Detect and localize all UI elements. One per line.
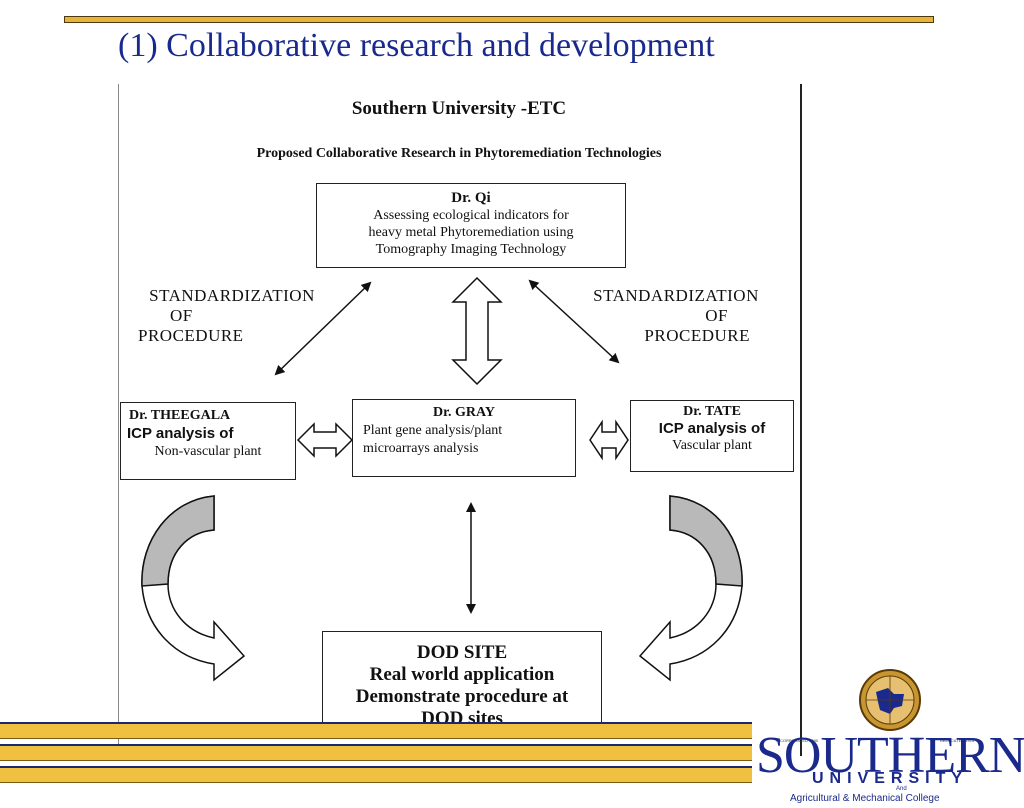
qi-line1: Assessing ecological indicators for <box>373 208 569 223</box>
std-left-line2: OF <box>170 306 193 325</box>
curved-arrow-right <box>638 495 743 682</box>
box-dr-qi: Dr. Qi Assessing ecological indicators f… <box>316 183 626 268</box>
qi-line3: Tomography Imaging Technology <box>375 242 567 257</box>
theegala-line1: ICP analysis of <box>127 425 234 442</box>
box-dod-site: DOD SITE Real world application Demonstr… <box>322 631 602 739</box>
standardization-label-right: STANDARDIZATION OF PROCEDURE <box>566 286 786 346</box>
gray-line1: Plant gene analysis/plant <box>363 423 503 438</box>
panel-left-edge <box>118 84 119 756</box>
bottom-bar-1 <box>0 722 752 739</box>
tate-name: Dr. TATE <box>683 404 741 419</box>
gray-name: Dr. GRAY <box>433 405 495 420</box>
logo-college: Agricultural & Mechanical College <box>790 793 940 804</box>
bottom-accent-bars <box>0 722 760 808</box>
box-dr-gray: Dr. GRAY Plant gene analysis/plant micro… <box>352 399 576 477</box>
slide-title: (1) Collaborative research and developme… <box>118 27 715 64</box>
standardization-label-left: STANDARDIZATION OF PROCEDURE <box>122 286 342 346</box>
logo-relocated: RELOCATED 1914 <box>940 738 975 743</box>
tate-line1: ICP analysis of <box>658 420 766 437</box>
bottom-bar-3 <box>0 766 752 783</box>
university-seal-icon <box>859 669 921 731</box>
qi-name: Dr. Qi <box>451 190 491 206</box>
diagram-heading: Southern University -ETC <box>351 98 567 119</box>
std-right-line2: OF <box>705 306 728 325</box>
diagram-subheading: Proposed Collaborative Research in Phyto… <box>256 146 662 161</box>
logo-southern: SOUTHERN <box>756 727 1024 784</box>
bottom-bar-2 <box>0 744 752 761</box>
dod-line2: Real world application <box>369 664 555 685</box>
box-dr-theegala: Dr. THEEGALA ICP analysis of Non-vascula… <box>120 402 296 480</box>
tate-line2: Vascular plant <box>672 438 752 453</box>
top-accent-bar <box>64 16 934 23</box>
curved-arrow-left <box>141 495 246 682</box>
std-right-line3: PROCEDURE <box>644 326 750 345</box>
dod-line3: Demonstrate procedure at <box>355 686 569 707</box>
arrow-qi-tate <box>528 279 620 364</box>
arrow-theegala-gray <box>296 422 354 458</box>
arrow-qi-theegala <box>274 281 372 376</box>
theegala-name: Dr. THEEGALA <box>129 408 231 423</box>
arrow-gray-tate <box>589 419 629 461</box>
box-dr-tate: Dr. TATE ICP analysis of Vascular plant <box>630 400 794 472</box>
theegala-line2: Non-vascular plant <box>154 444 262 459</box>
std-left-line1: STANDARDIZATION <box>149 286 315 305</box>
logo-and: And <box>896 786 907 792</box>
qi-line2: heavy metal Phytoremediation using <box>368 225 574 240</box>
gray-line2: microarrays analysis <box>363 441 479 456</box>
std-right-line1: STANDARDIZATION <box>593 286 759 305</box>
std-left-line3: PROCEDURE <box>138 326 244 345</box>
logo-incorporated: INCORPORATED 1880 <box>776 738 818 743</box>
arrow-qi-gray <box>451 276 503 386</box>
dod-line1: DOD SITE <box>416 642 508 663</box>
logo-university: UNIVERSITY <box>812 770 969 787</box>
